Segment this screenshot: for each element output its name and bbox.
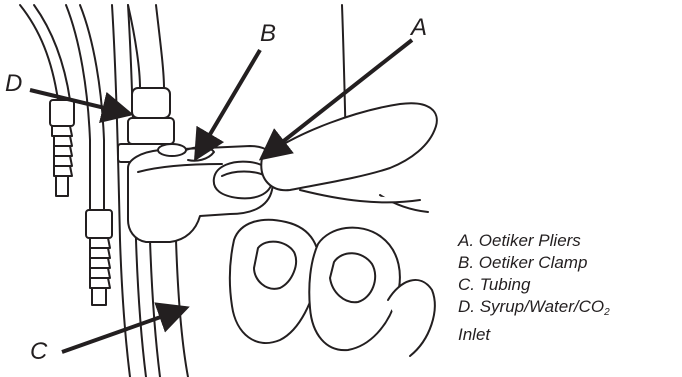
callout-label-b: B [260, 22, 276, 46]
legend-item: D. Syrup/Water/CO2 [458, 296, 610, 324]
arrow-b [196, 50, 260, 158]
callout-label-c: C [30, 340, 47, 364]
callout-label-d: D [5, 72, 22, 96]
callout-label-a: A [411, 16, 427, 40]
barbed-fitting-middle [66, 5, 112, 305]
legend-item: Inlet [458, 324, 610, 346]
legend-item: A. Oetiker Pliers [458, 230, 610, 252]
legend-item: C. Tubing [458, 274, 610, 296]
legend-item: B. Oetiker Clamp [458, 252, 610, 274]
tube-line [150, 240, 160, 377]
inlet-connector [118, 5, 174, 162]
hand [230, 103, 437, 356]
legend: A. Oetiker Pliers B. Oetiker Clamp C. Tu… [458, 230, 610, 346]
